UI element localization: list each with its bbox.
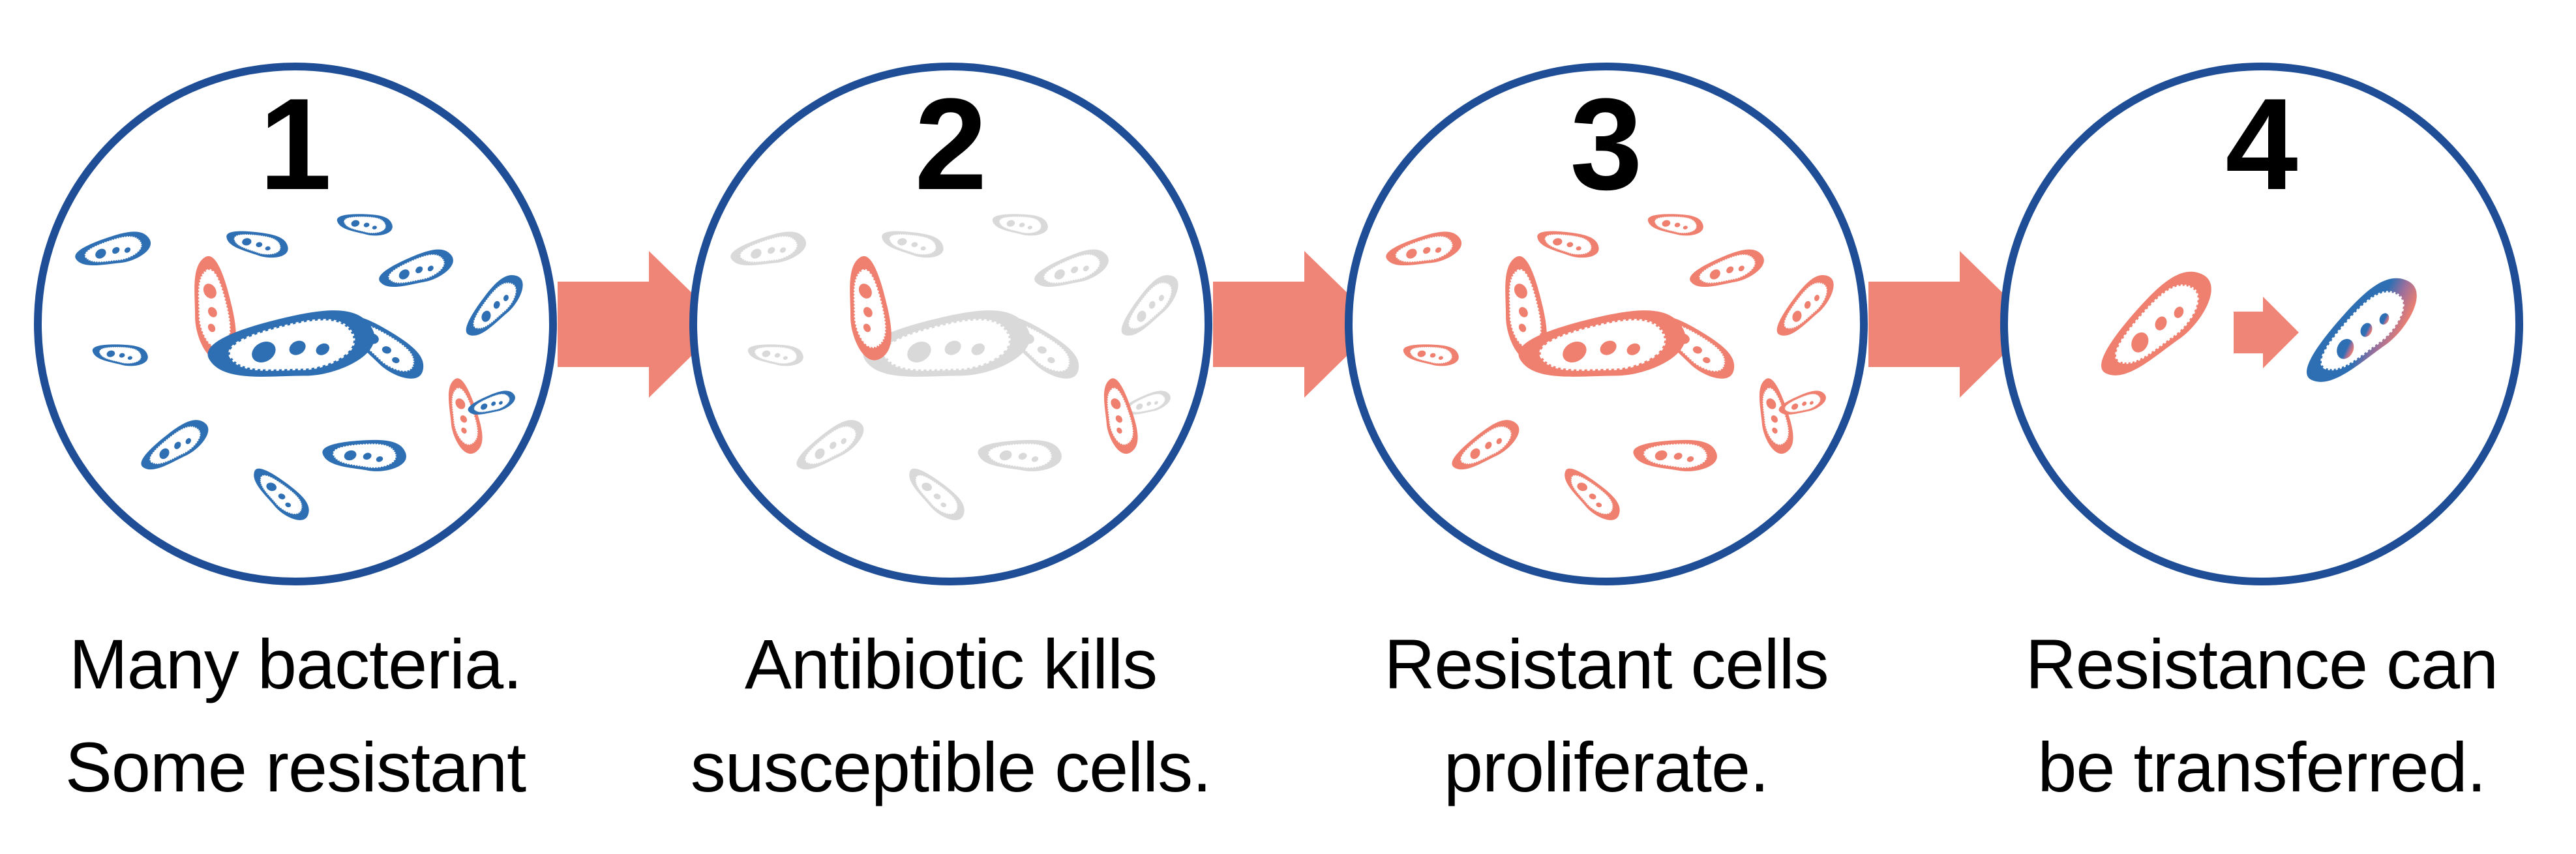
bacterium-dead-icon [1123, 390, 1171, 415]
bacterium-susceptible-icon [337, 214, 393, 236]
bacterium-resistant-icon [1565, 468, 1620, 520]
arrow-right-icon [1213, 251, 1379, 398]
arrow-right-icon [558, 251, 724, 398]
step-3-caption-line-1: Resistant cells [1384, 625, 1829, 703]
bacterium-susceptible-icon [468, 390, 515, 415]
bacterium-resistant-icon [1759, 378, 1793, 454]
step-2-number: 2 [914, 72, 987, 217]
bacterium-susceptible-icon [141, 420, 209, 470]
step-2-caption: Antibiotic kills susceptible cells. [657, 613, 1244, 819]
step-3-caption-line-2: proliferate. [1443, 728, 1769, 806]
transfer-arrow-icon [2234, 297, 2299, 368]
bacterium-susceptible-icon [322, 439, 406, 471]
step-3-number: 3 [1570, 72, 1642, 217]
step-arrow-2 [1213, 251, 1379, 398]
bacterium-dead-icon [978, 439, 1062, 471]
step-4-number: 4 [2225, 72, 2298, 217]
arrow-right-icon [1868, 251, 2035, 398]
bacterium-resistant-icon [1103, 378, 1138, 454]
bacterium-dead-icon [1121, 275, 1178, 336]
bacterium-dead-icon [909, 468, 965, 520]
step-4-caption-line-1: Resistance can [2025, 625, 2498, 703]
step-2-caption-line-1: Antibiotic kills [744, 625, 1158, 703]
bacterium-susceptible-icon [226, 231, 288, 258]
step-2-caption-line-2: susceptible cells. [690, 728, 1212, 806]
bacterium-resistant-icon [194, 256, 236, 361]
step-4-caption-line-2: be transferred. [2037, 728, 2486, 806]
bacterium-dead-icon [796, 420, 864, 470]
step-1-caption-line-2: Some resistant [65, 728, 526, 806]
bacteria-layer [75, 214, 2417, 520]
bacterium-resistant-icon [448, 378, 483, 454]
bacterium-resistant-icon [1776, 275, 1834, 336]
bacterium-susceptible-icon [254, 468, 309, 520]
step-arrow-3 [1868, 251, 2035, 398]
bacterium-resistant-icon [850, 256, 891, 361]
step-arrow-1 [558, 251, 724, 398]
bacterium-resistant-icon [2101, 271, 2211, 375]
bacterium-susceptible-icon [466, 275, 523, 336]
step-1-caption: Many bacteria. Some resistant [2, 613, 589, 819]
step-3-caption: Resistant cells proliferate. [1313, 613, 1900, 819]
bacterium-susceptible-icon [207, 310, 375, 377]
step-1-number: 1 [259, 72, 331, 217]
bacterium-dead-icon [747, 344, 803, 366]
step-4-caption: Resistance can be transferred. [1968, 613, 2555, 819]
bacterium-resistant-icon [1537, 231, 1599, 258]
bacterium-susceptible-icon [2307, 278, 2417, 382]
bacterium-susceptible-icon [75, 231, 151, 266]
bacterium-susceptible-icon [379, 249, 453, 287]
bacterium-resistant-icon [1633, 439, 1717, 471]
bacterium-susceptible-icon [92, 344, 148, 366]
bacterium-dead-icon [863, 310, 1030, 377]
bacterium-resistant-icon [1518, 310, 1686, 377]
bacterium-resistant-icon [1505, 256, 1547, 361]
step-1-caption-line-1: Many bacteria. [68, 625, 522, 703]
bacterium-resistant-icon [1403, 344, 1459, 366]
bacterium-resistant-icon [1452, 420, 1520, 470]
bacterium-dead-icon [1034, 249, 1109, 287]
bacterium-resistant-icon [1690, 249, 1764, 287]
bacterium-dead-icon [882, 231, 944, 258]
bacterium-dead-icon [992, 214, 1048, 236]
bacterium-resistant-icon [1778, 390, 1826, 415]
bacterium-resistant-icon [1647, 214, 1703, 236]
bacterium-dead-icon [730, 231, 806, 266]
bacterium-resistant-icon [1386, 231, 1461, 266]
